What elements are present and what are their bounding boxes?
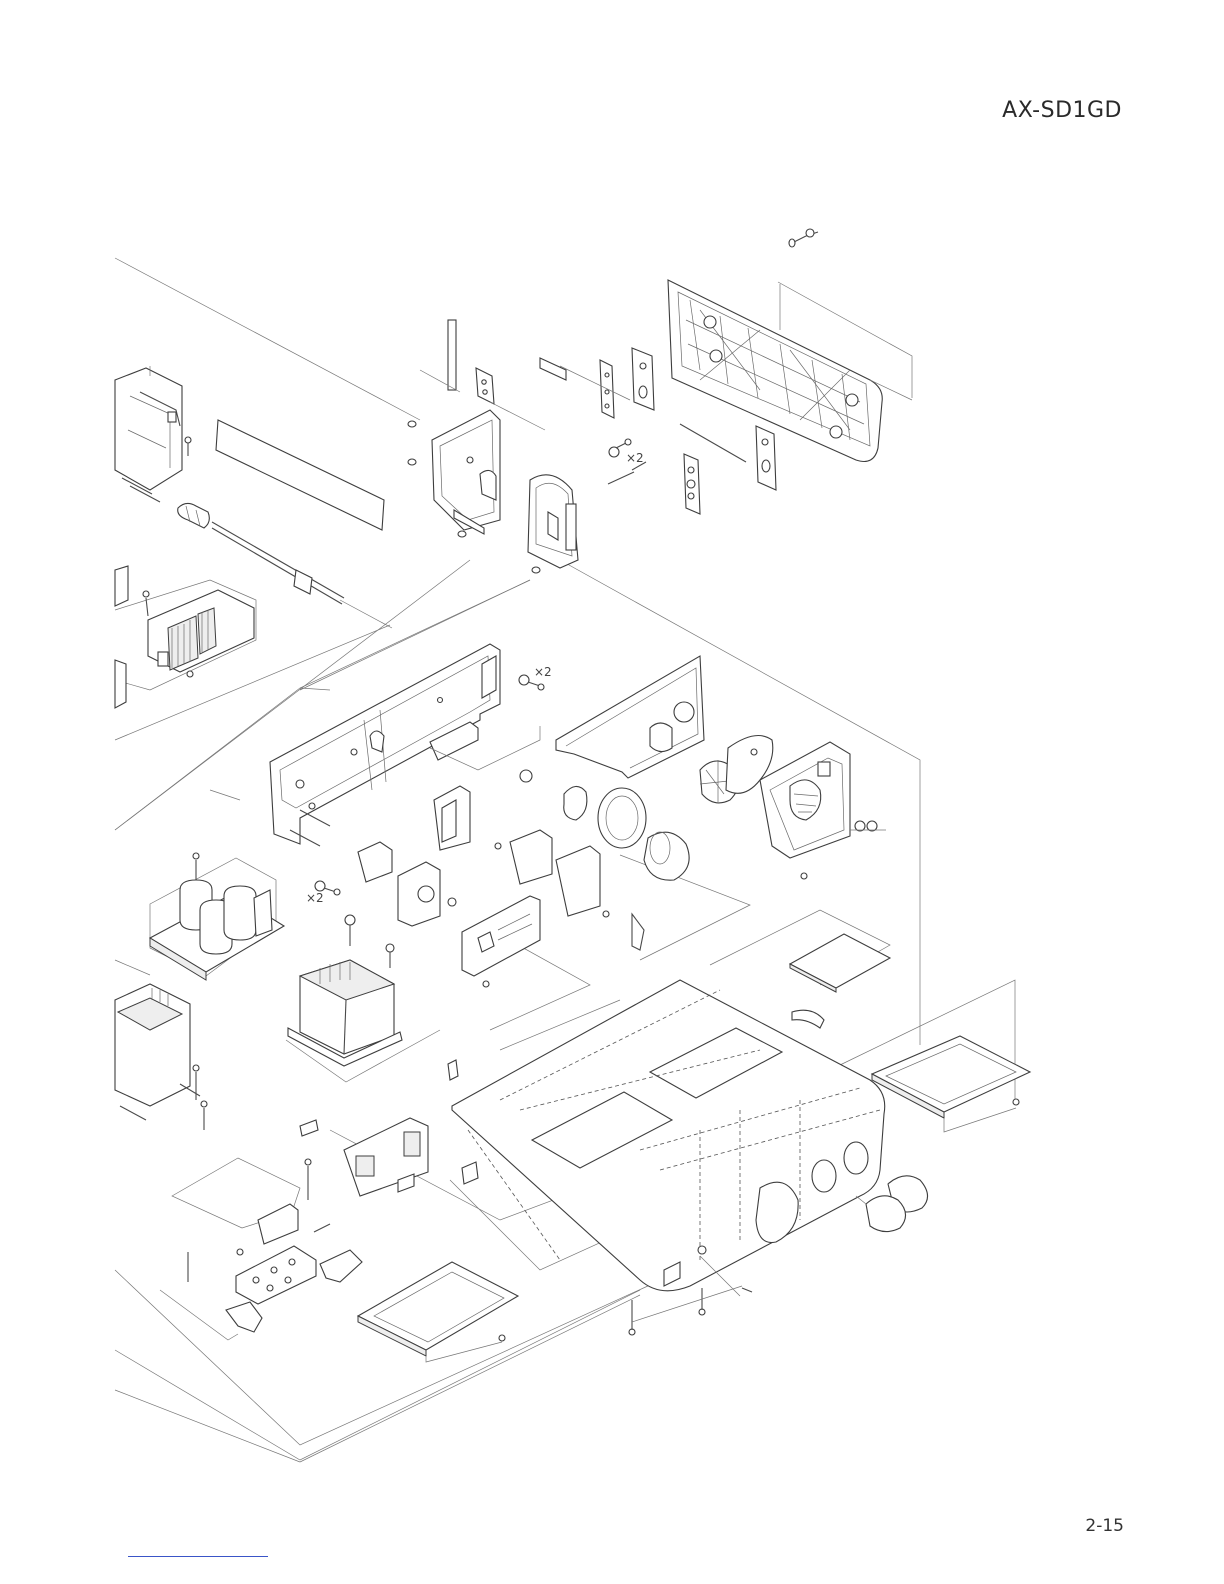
bracket-assembly-left	[408, 410, 500, 537]
page-number: 2-15	[1085, 1516, 1124, 1536]
left-chassis-part	[115, 366, 191, 502]
qty-label-middle: ×2	[534, 665, 552, 679]
qty-label-lower: ×2	[306, 891, 324, 905]
footer-rule	[128, 1556, 268, 1557]
motor-assembly	[760, 742, 886, 879]
sub-transformer	[115, 984, 207, 1130]
bottom-cover-left	[358, 1262, 518, 1362]
insulation-sheet	[172, 1158, 330, 1244]
power-pcb	[150, 853, 284, 980]
power-transformer	[286, 915, 440, 1082]
mechanism-plate	[556, 656, 773, 803]
terminal-board	[160, 1246, 362, 1340]
bottom-cover-right	[872, 1036, 1030, 1132]
qty-label-top: ×2	[626, 451, 644, 465]
input-jack-board	[300, 1060, 478, 1196]
main-chassis-frame	[270, 580, 540, 846]
rear-panel	[668, 229, 912, 462]
display-window	[790, 934, 890, 1028]
front-bar	[216, 420, 384, 530]
switch-pcb	[462, 896, 540, 987]
amp-pcb	[115, 566, 256, 708]
bracket-assembly-right	[528, 475, 578, 573]
bottom-screws	[629, 1286, 752, 1335]
